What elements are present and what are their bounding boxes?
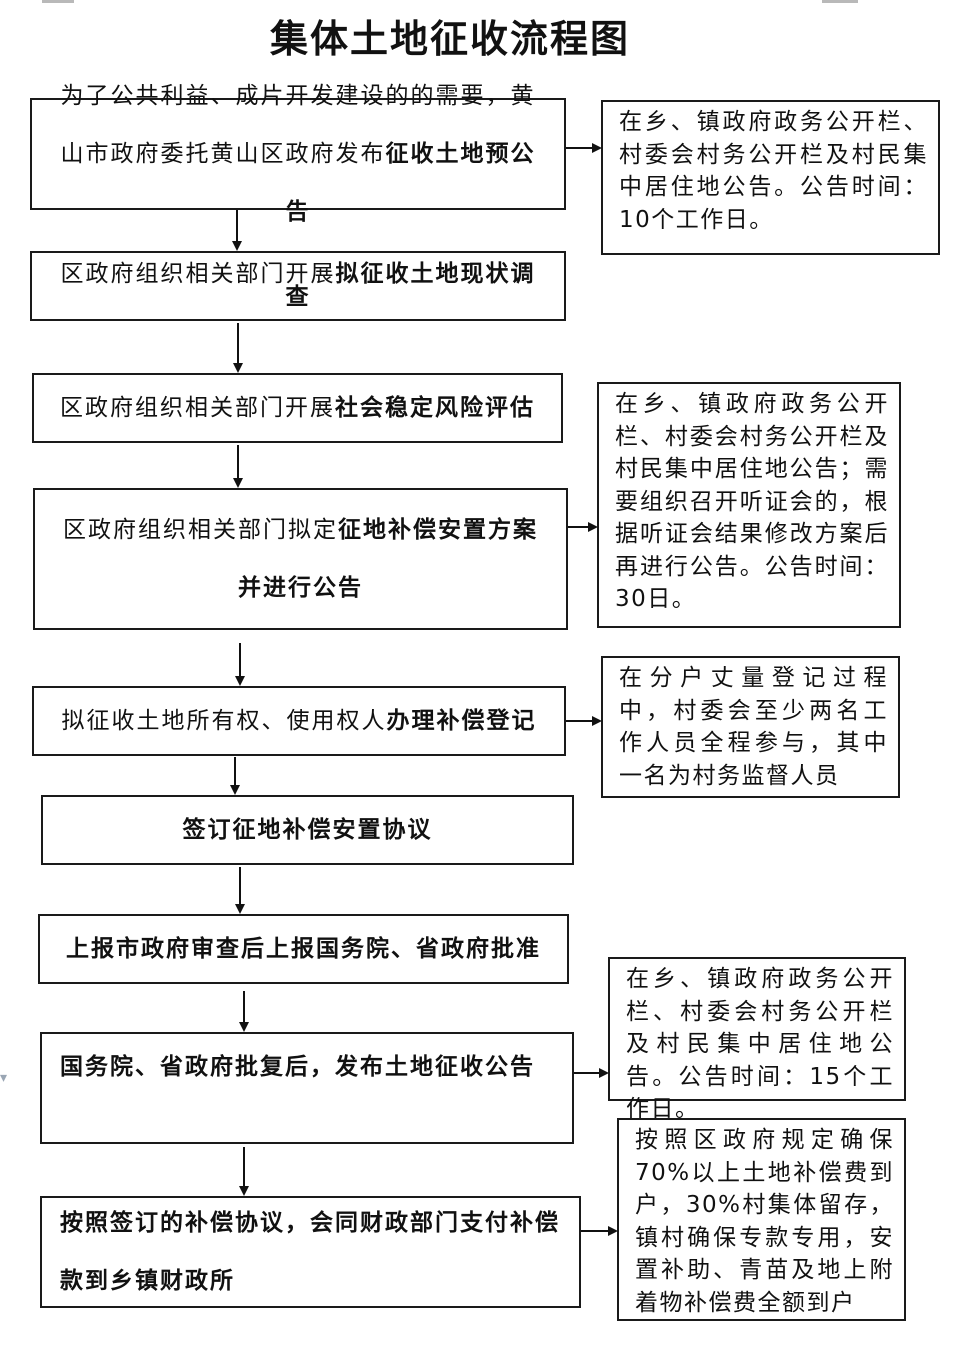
step-1-box: 为了公共利益、成片开发建设的的需要，黄山市政府委托黄山区政府发布征收土地预公告 (30, 83, 566, 225)
step-8-text: 国务院、省政府批复后，发布土地征收公告 (60, 1054, 535, 1080)
note-5-box: 按照区政府规定确保70%以上土地补偿费到户，30%村集体留存，镇村确保专款专用，… (617, 1118, 906, 1321)
side-icon: ▾ (0, 1070, 8, 1086)
step-8-box: 国务院、省政府批复后，发布土地征收公告 (40, 1032, 574, 1144)
step-3-box: 区政府组织相关部门开展社会稳定风险评估 (32, 373, 563, 443)
note-2-box: 在乡、镇政府政务公开栏、村委会村务公开栏及村民集中居住地公告；需要组织召开听证会… (597, 382, 901, 628)
step-2-box: 区政府组织相关部门开展拟征收土地现状调查 (30, 251, 566, 321)
step-5-text: 拟征收土地所有权、使用权人办理补偿登记 (61, 707, 537, 734)
step-7-text: 上报市政府审查后上报国务院、省政府批准 (66, 935, 541, 962)
step-6-text: 签订征地补偿安置协议 (182, 816, 433, 843)
step-5-box: 拟征收土地所有权、使用权人办理补偿登记 (32, 686, 566, 756)
top-left-mark (42, 0, 74, 3)
step-9-box: 按照签订的补偿协议，会同财政部门支付补偿款到乡镇财政所 (40, 1196, 581, 1308)
step-1-text: 为了公共利益、成片开发建设的的需要，黄山市政府委托黄山区政府发布征收土地预公告 (60, 83, 536, 225)
note-3-box: 在分户丈量登记过程中，村委会至少两名工作人员全程参与，其中一名为村务监督人员 (601, 656, 900, 798)
note-2-text: 在乡、镇政府政务公开栏、村委会村务公开栏及村民集中居住地公告；需要组织召开听证会… (615, 391, 889, 612)
step-4-box: 区政府组织相关部门拟定征地补偿安置方案并进行公告 (33, 488, 568, 630)
note-4-text: 在乡、镇政府政务公开栏、村委会村务公开栏及村民集中居住地公告。公告时间：15个工… (626, 966, 894, 1122)
note-1-text: 在乡、镇政府政务公开栏、村委会村务公开栏及村民集中居住地公告。公告时间：10个工… (619, 109, 928, 233)
step-9-text: 按照签订的补偿协议，会同财政部门支付补偿款到乡镇财政所 (60, 1210, 560, 1294)
step-3-text: 区政府组织相关部门开展社会稳定风险评估 (60, 394, 535, 421)
note-1-box: 在乡、镇政府政务公开栏、村委会村务公开栏及村民集中居住地公告。公告时间：10个工… (601, 100, 940, 255)
step-2-text: 区政府组织相关部门开展拟征收土地现状调查 (60, 261, 536, 310)
step-6-box: 签订征地补偿安置协议 (41, 795, 574, 865)
step-7-box: 上报市政府审查后上报国务院、省政府批准 (38, 914, 569, 984)
note-3-text: 在分户丈量登记过程中，村委会至少两名工作人员全程参与，其中一名为村务监督人员 (619, 665, 888, 789)
note-4-box: 在乡、镇政府政务公开栏、村委会村务公开栏及村民集中居住地公告。公告时间：15个工… (608, 957, 906, 1122)
page-title: 集体土地征收流程图 (269, 17, 630, 61)
top-right-mark (822, 0, 858, 3)
note-5-text: 按照区政府规定确保70%以上土地补偿费到户，30%村集体留存，镇村确保专款专用，… (635, 1127, 894, 1316)
step-4-text: 区政府组织相关部门拟定征地补偿安置方案并进行公告 (63, 517, 538, 601)
